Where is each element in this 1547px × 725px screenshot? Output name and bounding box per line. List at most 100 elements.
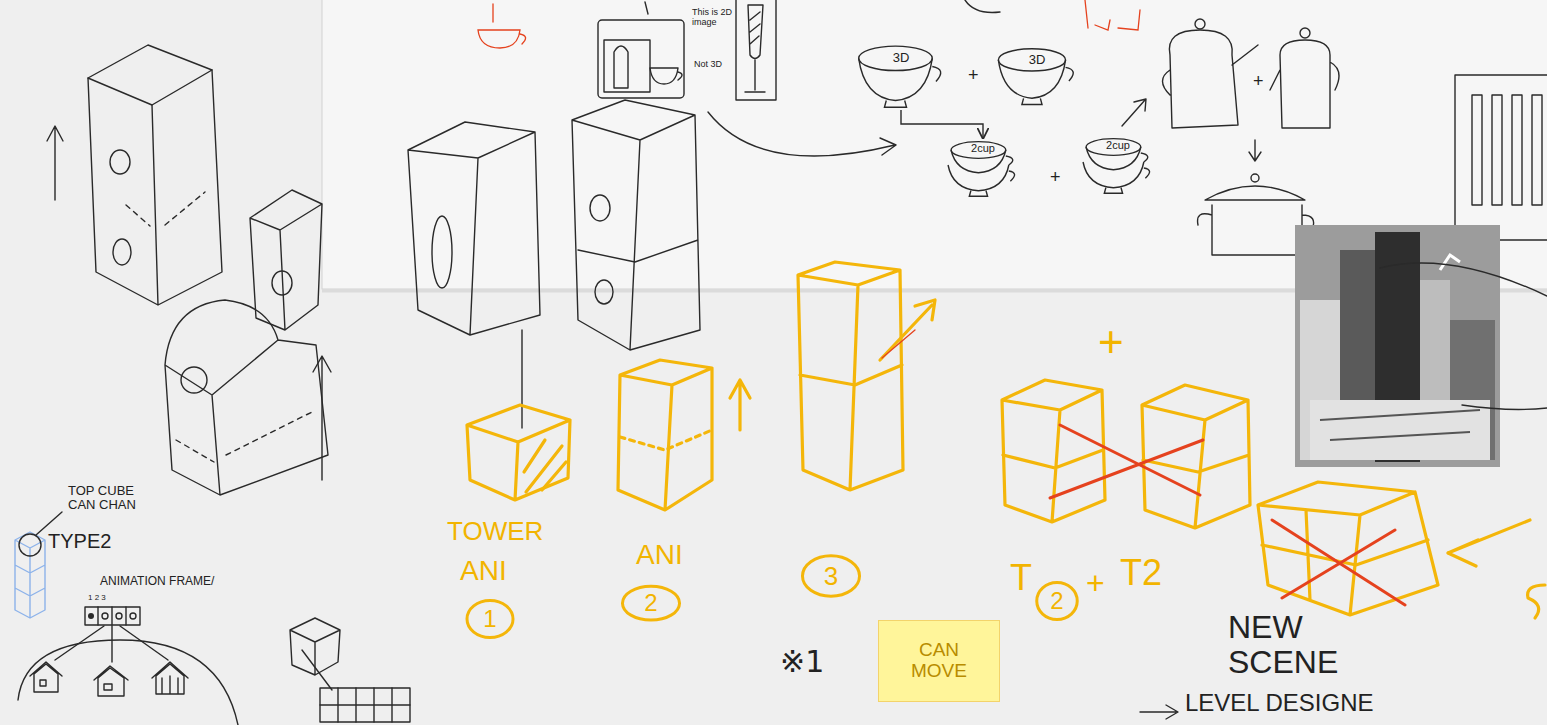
framed-image-stroke bbox=[614, 46, 628, 88]
sketch-ellipse bbox=[1380, 263, 1547, 410]
dome-box-stroke bbox=[165, 300, 328, 495]
up-arrow-stroke bbox=[47, 126, 63, 200]
bar-panel-stroke bbox=[1472, 95, 1482, 205]
highlight-note: CAN MOVE bbox=[878, 620, 1000, 702]
dome-box bbox=[165, 300, 331, 495]
frame-houses-stroke bbox=[30, 662, 62, 692]
cup-outline bbox=[859, 58, 941, 107]
dome-box-stroke bbox=[176, 412, 312, 462]
sketch-note: Not 3D bbox=[694, 60, 732, 70]
top-scribbles bbox=[965, 0, 1140, 30]
teapot-b bbox=[1270, 28, 1339, 128]
animation-frame-strip-stroke bbox=[102, 613, 108, 619]
twin-cubes-stroke bbox=[1050, 425, 1203, 498]
circle-outline bbox=[467, 601, 513, 638]
small-box-stroke bbox=[250, 190, 322, 330]
dome-box-stroke bbox=[181, 367, 207, 393]
panel-box-b-stroke bbox=[590, 195, 610, 221]
sketch-arrows bbox=[1122, 99, 1261, 161]
tall-tower-stroke bbox=[882, 330, 915, 358]
frame-houses-stroke bbox=[18, 640, 238, 725]
circled-number: 1 bbox=[465, 598, 515, 640]
sketch-note: This is 2D image bbox=[692, 8, 736, 28]
panel-box-a-stroke bbox=[408, 122, 540, 335]
tall-tower bbox=[798, 262, 935, 490]
frame-numbers: 1 2 3 bbox=[88, 594, 106, 603]
node-text: CAN MOVE bbox=[899, 640, 979, 682]
framed-image-stroke bbox=[598, 20, 684, 98]
stacked-cup-sketch: 2cup bbox=[945, 138, 1021, 198]
left-tall-box-stroke bbox=[88, 70, 222, 305]
plus-sign: + bbox=[968, 66, 979, 86]
cup-outline bbox=[1083, 147, 1150, 193]
top-scribbles-stroke bbox=[965, 0, 1000, 13]
plus-sign: + bbox=[1086, 566, 1105, 601]
animation-frame-strip bbox=[85, 607, 140, 625]
reference-photo-stroke bbox=[1295, 225, 1500, 467]
cup-outline bbox=[998, 49, 1065, 71]
small-cube-grid-stroke bbox=[302, 650, 332, 690]
node-text: 2 bbox=[1050, 588, 1063, 614]
tower-cube-stroke bbox=[467, 405, 570, 500]
sketch-arrows-stroke bbox=[1249, 140, 1261, 161]
handwritten-label: T bbox=[1010, 558, 1032, 598]
cup-outline bbox=[951, 142, 1006, 159]
teapot-a-stroke bbox=[1163, 30, 1259, 128]
framed-image-stroke bbox=[650, 68, 682, 84]
stacked-cube-stroke bbox=[618, 360, 712, 510]
small-cube-grid bbox=[290, 618, 410, 722]
dome-box-stroke bbox=[313, 356, 331, 480]
small-cube-grid-stroke bbox=[320, 688, 410, 722]
handwritten-label: TOWER bbox=[447, 517, 543, 546]
connector-arrow bbox=[901, 110, 983, 138]
top-scribbles-stroke bbox=[1085, 0, 1140, 30]
red-cup-sketch bbox=[478, 4, 526, 48]
animation-frame-strip-stroke bbox=[130, 613, 136, 619]
panel-box-b-stroke bbox=[572, 100, 700, 350]
cup-outline bbox=[1086, 139, 1141, 156]
plus-sign: + bbox=[1253, 72, 1264, 92]
red-cup-sketch-stroke bbox=[478, 4, 526, 48]
tall-tower-stroke bbox=[880, 300, 935, 360]
reference-photo bbox=[1295, 225, 1500, 467]
crossed-cube-stroke bbox=[1448, 520, 1530, 566]
circle-outline bbox=[802, 556, 859, 596]
twin-cubes-stroke bbox=[1002, 380, 1105, 522]
circle-outline bbox=[622, 586, 679, 620]
node-text: 1 bbox=[483, 606, 496, 632]
circled-number: 2 bbox=[620, 584, 682, 622]
annotation: TYPE2 bbox=[48, 530, 111, 552]
stacked-cube-stroke bbox=[620, 430, 712, 450]
circled-number: 2 bbox=[1035, 580, 1079, 622]
bar-panel-stroke bbox=[1455, 75, 1547, 240]
teapot-a bbox=[1163, 19, 1259, 128]
frame-houses bbox=[18, 626, 238, 725]
cup-outline bbox=[859, 46, 933, 70]
plus-sign: + bbox=[1098, 318, 1124, 366]
panel-box-b-stroke bbox=[595, 280, 613, 304]
node-text: 3D bbox=[893, 51, 910, 65]
curved-arrow-stroke bbox=[708, 112, 896, 156]
annotation: ANIMATION FRAME/ bbox=[100, 575, 214, 588]
teapot-b-stroke bbox=[1300, 28, 1310, 38]
left-tall-box bbox=[88, 45, 222, 305]
crossed-cube-stroke bbox=[1528, 585, 1545, 618]
node-text: 2cup bbox=[1106, 139, 1130, 151]
frame-houses-stroke bbox=[55, 626, 168, 662]
annotation: TOP CUBE CAN CHAN bbox=[68, 484, 158, 513]
left-tall-box-stroke bbox=[113, 239, 131, 265]
pot-stroke bbox=[1251, 174, 1259, 182]
handwritten-label: NEW SCENE bbox=[1228, 610, 1378, 680]
cup-outline bbox=[948, 150, 1015, 196]
left-tall-box-stroke bbox=[110, 150, 130, 174]
footnote-mark: ※1 bbox=[780, 645, 824, 678]
node-text: 2cup bbox=[971, 142, 995, 154]
bar-panel-stroke bbox=[1492, 95, 1502, 205]
node-text: 2 bbox=[644, 590, 657, 616]
panel-box-a bbox=[408, 122, 540, 335]
glass-frame bbox=[736, 0, 776, 100]
type2-cubes bbox=[15, 512, 62, 618]
sketch-arrows-stroke bbox=[1122, 99, 1146, 126]
